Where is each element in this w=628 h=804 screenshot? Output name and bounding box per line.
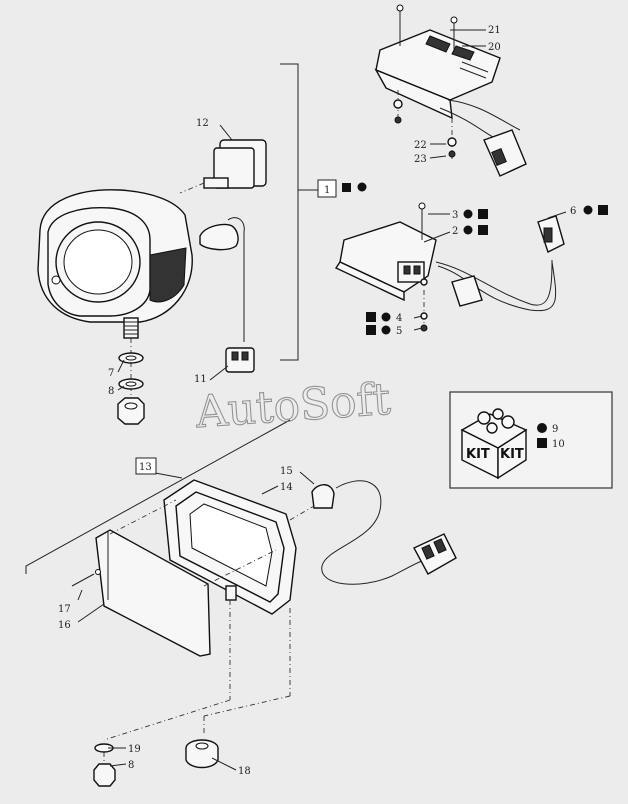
harness-connector-11 (199, 217, 255, 373)
callout-8-bottom: 8 (128, 760, 134, 771)
callout-4: 4 (396, 313, 402, 324)
leader-lines (77, 29, 567, 771)
callout-11: 11 (194, 374, 207, 385)
callout-22: 22 (414, 140, 427, 151)
callout-8-top: 8 (108, 386, 114, 397)
circle-symbol-icon (463, 225, 473, 235)
callout-12: 12 (196, 118, 209, 129)
callout-19: 19 (128, 744, 141, 755)
callout-labels: 12 1 7 8 11 21 20 22 23 3 2 6 4 5 13 15 … (58, 25, 608, 777)
callout-3: 3 (452, 210, 458, 221)
callout-13: 13 (139, 462, 152, 473)
kit-item-circle: 9 (552, 424, 558, 435)
control-module-20 (374, 4, 527, 177)
callout-21: 21 (488, 25, 501, 36)
square-symbol-icon (366, 312, 376, 322)
callout-18: 18 (238, 766, 251, 777)
callout-23: 23 (414, 154, 427, 165)
callout-box-13 (135, 457, 157, 475)
callout-14: 14 (280, 482, 293, 493)
square-symbol-icon (478, 209, 488, 219)
rectangular-lamp-14 (71, 479, 457, 787)
callout-7: 7 (108, 368, 114, 379)
kit-label-left: KIT (466, 447, 490, 462)
square-symbol-icon (478, 225, 488, 235)
work-lamp-assembly (37, 189, 193, 425)
callout-15: 15 (280, 466, 293, 477)
relay-module-2 (334, 202, 565, 332)
circle-symbol-icon (537, 423, 547, 433)
bulb-12 (179, 139, 267, 194)
kit-box: KIT KIT 9 10 (449, 391, 613, 489)
kit-label-right: KIT (500, 447, 524, 462)
callout-20: 20 (488, 42, 501, 53)
circle-symbol-icon (381, 312, 391, 322)
callout-6: 6 (570, 206, 576, 217)
watermark: AutoSoft (193, 374, 392, 439)
kit-item-square: 10 (552, 439, 565, 450)
square-symbol-icon (598, 205, 608, 215)
circle-symbol-icon (463, 209, 473, 219)
callout-1: 1 (324, 185, 330, 196)
square-symbol-icon (366, 325, 376, 335)
callout-17: 17 (58, 604, 71, 615)
callout-5: 5 (396, 326, 402, 337)
square-symbol-icon (342, 183, 351, 192)
callout-2: 2 (452, 226, 458, 237)
callout-box-1 (317, 179, 337, 198)
circle-symbol-icon (583, 205, 593, 215)
callout-16: 16 (58, 620, 71, 631)
circle-symbol-icon (357, 182, 367, 192)
square-symbol-icon (537, 438, 547, 448)
circle-symbol-icon (381, 325, 391, 335)
